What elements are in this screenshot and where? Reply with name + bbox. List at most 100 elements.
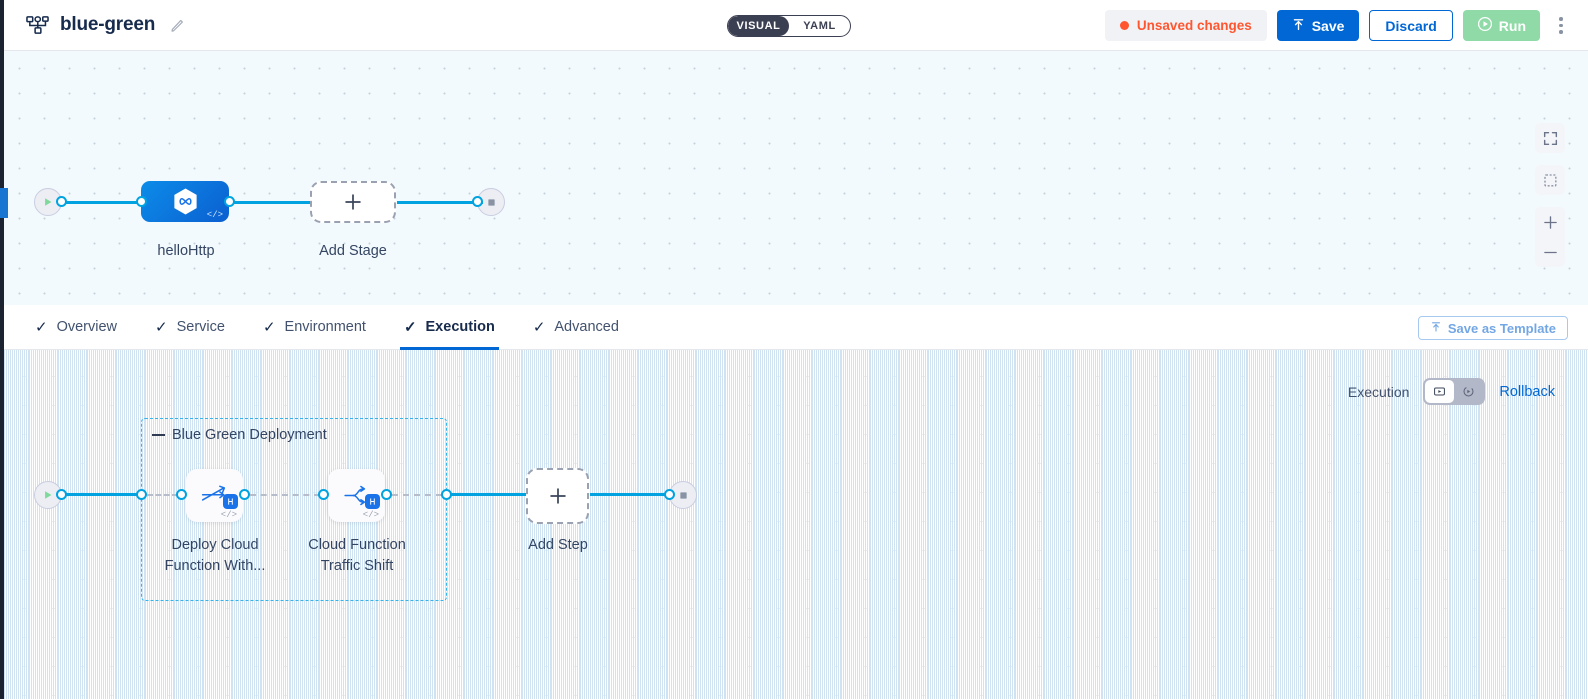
tab-advanced[interactable]: ✓ Advanced [529, 305, 623, 350]
toggle-option-visual[interactable]: VISUAL [728, 16, 789, 36]
app-header: blue-green VISUAL YAML Unsaved changes [0, 0, 1588, 51]
execution-mode-toggle[interactable] [1423, 378, 1486, 405]
harness-step-badge [223, 494, 238, 509]
zoom-controls [1535, 207, 1565, 267]
execution-mode-bar: Execution Rollback [1348, 378, 1555, 405]
pipeline-nodes-icon [26, 15, 49, 35]
stage-node-in-port[interactable] [136, 196, 147, 207]
check-icon: ✓ [532, 318, 546, 336]
tab-label: Environment [284, 319, 366, 335]
edge-step2-to-groupend [392, 494, 442, 496]
execution-start-port[interactable] [56, 489, 67, 500]
toggle-option-yaml[interactable]: YAML [803, 20, 836, 32]
tab-label: Service [176, 319, 225, 335]
execution-end-port[interactable] [664, 489, 675, 500]
check-icon: ✓ [35, 318, 48, 336]
step1-out-port[interactable] [239, 489, 250, 500]
save-button-label: Save [1311, 17, 1345, 34]
label-line-2: Traffic Shift [320, 558, 394, 574]
tab-label: Overview [56, 319, 118, 335]
view-mode-toggle[interactable]: VISUAL YAML [727, 15, 851, 37]
rollback-view-icon[interactable] [1454, 380, 1483, 403]
harness-step-badge [365, 494, 380, 509]
code-badge-icon: </> [206, 210, 223, 220]
stage-end-port[interactable] [472, 196, 483, 207]
code-badge-icon: </> [220, 510, 237, 520]
play-icon [45, 491, 52, 499]
canvas-controls [1535, 123, 1565, 267]
label-line-1: Deploy Cloud [171, 537, 259, 553]
plus-icon [345, 194, 361, 210]
step-node-cloud-function-traffic-shift[interactable]: </> [328, 469, 385, 522]
zoom-in-icon[interactable] [1535, 207, 1565, 237]
zoom-out-icon[interactable] [1535, 237, 1565, 267]
hexagon-infinity-icon [173, 188, 197, 215]
upload-icon [1292, 18, 1305, 34]
collapse-dash-icon[interactable] [152, 433, 165, 437]
kebab-dot [1559, 30, 1563, 34]
kebab-dot [1559, 17, 1563, 21]
check-icon: ✓ [155, 318, 168, 336]
step2-out-port[interactable] [381, 489, 392, 500]
edge-group-to-step1 [147, 494, 178, 496]
save-as-template-label: Save as Template [1447, 320, 1556, 336]
check-icon: ✓ [262, 318, 276, 336]
discard-button-label: Discard [1385, 17, 1437, 34]
step1-in-port[interactable] [176, 489, 187, 500]
stage-node-out-port[interactable] [224, 196, 235, 207]
label-line-2: Function With... [164, 558, 266, 574]
execution-view-icon[interactable] [1425, 380, 1455, 403]
run-button[interactable]: Run [1462, 10, 1540, 41]
label-line-1: Cloud Function [308, 537, 406, 553]
stage-start-port[interactable] [56, 196, 67, 207]
execution-canvas[interactable]: Execution Rollback [0, 350, 1588, 699]
tab-service[interactable]: ✓ Service [151, 305, 229, 350]
group-out-port[interactable] [441, 489, 452, 500]
step-node-deploy-cloud-function[interactable]: </> [186, 469, 243, 522]
stage-canvas[interactable]: </> helloHttp Add Stage [0, 51, 1588, 305]
step-group-title-label: Blue Green Deployment [172, 427, 327, 443]
pencil-icon[interactable] [170, 18, 185, 33]
save-as-template-button[interactable]: Save as Template [1417, 316, 1568, 340]
edge-stage-to-addstage [228, 201, 320, 204]
left-nav-rail [0, 0, 4, 699]
step2-in-port[interactable] [318, 489, 329, 500]
play-circle-icon [1477, 16, 1493, 35]
fullscreen-icon[interactable] [1535, 123, 1565, 153]
stage-node-hellohttp[interactable]: </> [141, 181, 229, 222]
left-rail-accent [0, 188, 8, 218]
edge-addstep-to-end [590, 493, 674, 496]
kebab-dot [1559, 23, 1563, 28]
tab-environment[interactable]: ✓ Environment [259, 305, 370, 350]
tab-overview[interactable]: ✓ Overview [31, 305, 121, 350]
execution-label: Execution [1347, 383, 1410, 400]
page-title: blue-green [60, 14, 156, 35]
tab-label: Execution [425, 319, 495, 335]
step-node-label-cloud-function-traffic-shift: Cloud Function Traffic Shift [297, 535, 417, 577]
step-group-title: Blue Green Deployment [152, 427, 327, 443]
stage-node-label: helloHttp [157, 243, 215, 259]
add-stage-label: Add Stage [319, 243, 387, 259]
run-button-label: Run [1498, 17, 1526, 34]
save-button[interactable]: Save [1276, 10, 1360, 41]
check-icon: ✓ [403, 318, 417, 336]
rollback-link[interactable]: Rollback [1499, 383, 1555, 400]
tab-label: Advanced [554, 319, 619, 335]
status-badge-unsaved-changes: Unsaved changes [1104, 10, 1267, 41]
fit-to-screen-icon[interactable] [1535, 165, 1565, 195]
discard-button[interactable]: Discard [1369, 10, 1453, 41]
kebab-menu-icon[interactable] [1550, 10, 1572, 41]
stop-icon [679, 491, 687, 499]
traffic-shift-icon [343, 485, 365, 506]
add-stage-button[interactable] [310, 181, 396, 223]
upload-template-icon [1430, 321, 1442, 336]
tab-execution[interactable]: ✓ Execution [399, 305, 499, 350]
step-group-blue-green-deployment[interactable] [141, 418, 447, 601]
edge-group-to-addstep [447, 493, 527, 496]
header-left-group: blue-green [0, 14, 185, 36]
group-in-port[interactable] [136, 489, 147, 500]
add-step-button[interactable] [526, 468, 589, 524]
stop-icon [487, 198, 495, 206]
stage-end-node[interactable] [477, 188, 505, 216]
